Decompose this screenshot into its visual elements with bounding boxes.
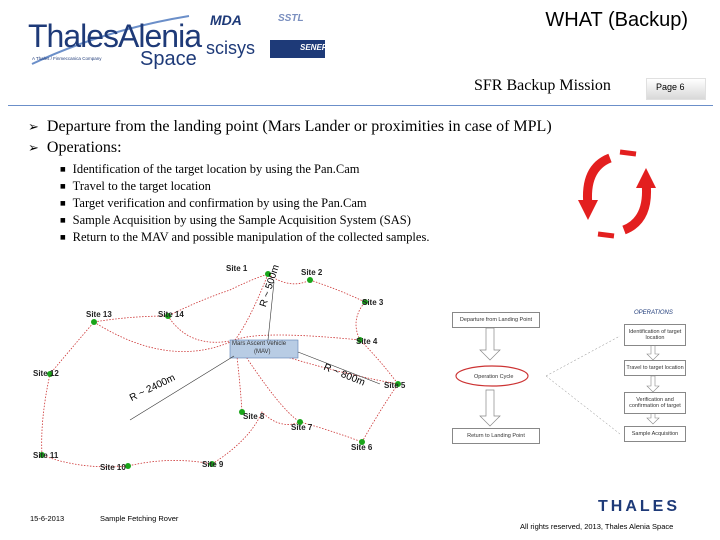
square-bullet-icon: ■ <box>60 200 66 207</box>
site-13-dot <box>91 319 97 325</box>
flow-return-box: Return to Landing Point <box>452 428 540 444</box>
page-box <box>646 78 706 100</box>
square-bullet-icon: ■ <box>60 217 66 224</box>
page-number: Page 6 <box>656 82 685 92</box>
company-logo-name: ThalesAlenia <box>28 18 202 54</box>
partner-logo-scisys: scisys <box>206 38 255 58</box>
flow-identify-box: Identification of target location <box>624 324 686 346</box>
flow-sample-box: Sample Acquisition <box>624 426 686 442</box>
site-10-label: Site 10 <box>100 463 126 472</box>
site-10-dot <box>125 463 131 469</box>
bullet-text: Departure from the landing point (Mars L… <box>46 118 552 135</box>
partner-logo-mda: MDA <box>210 12 242 28</box>
header-divider <box>8 105 713 106</box>
company-logo-tagline: A Thales / Finmeccanica Company <box>32 56 102 61</box>
square-bullet-icon: ■ <box>60 166 66 173</box>
site-7-dot <box>297 419 303 425</box>
site-7-label: Site 7 <box>291 423 313 432</box>
site-14-dot <box>165 313 171 319</box>
site-11-dot <box>39 452 45 458</box>
footer-date: 15-6-2013 <box>30 514 65 523</box>
site-2-label: Site 2 <box>301 268 323 277</box>
mav-label-1: Mars Ascent Vehicle <box>232 341 287 347</box>
site-13-label: Site 13 <box>86 310 112 319</box>
site-12-dot <box>47 371 53 377</box>
flow-cycle-label: Operation Cycle <box>474 374 514 380</box>
slide-subtitle: SFR Backup Mission <box>474 77 611 94</box>
site-6-dot <box>359 439 365 445</box>
site-1-label: Site 1 <box>226 264 248 273</box>
company-logo-space: Space <box>140 48 197 70</box>
list-item: ■Sample Acquisition by using the Sample … <box>60 213 411 227</box>
site-12-label: Site 12 <box>33 369 59 378</box>
site-2-dot <box>307 277 313 283</box>
thales-logo: THALES <box>598 498 680 515</box>
site-5-dot <box>395 381 401 387</box>
flow-verify-box: Verification and confirmation of target <box>624 392 686 414</box>
partner-logo-sstl: SSTL <box>278 13 304 24</box>
site-1-dot <box>265 271 271 277</box>
site-3-label: Site 3 <box>362 298 384 307</box>
flow-travel-box: Travel to target location <box>624 360 686 376</box>
footer-rights: All rights reserved, 2013, Thales Alenia… <box>520 522 674 531</box>
list-item: ■Travel to the target location <box>60 179 211 193</box>
bullet-text: Operations: <box>46 139 122 156</box>
site-8-label: Site 8 <box>243 412 265 421</box>
mission-map <box>39 271 401 469</box>
logo-swoosh-icon <box>31 15 190 65</box>
slide-title: WHAT (Backup) <box>545 9 688 31</box>
arrow-bullet-icon: ➢ <box>28 120 39 135</box>
square-bullet-icon: ■ <box>60 234 66 241</box>
mav-label-2: (MAV) <box>254 349 271 355</box>
bullet-operations: ➢ Operations: <box>28 139 122 157</box>
site-11-label: Site 11 <box>33 451 59 460</box>
site-9-dot <box>209 461 215 467</box>
site-4-dot <box>357 337 363 343</box>
footer-doc-title: Sample Fetching Rover <box>100 514 179 523</box>
site-9-label: Site 9 <box>202 460 224 469</box>
site-3-dot <box>362 299 368 305</box>
mav-box <box>229 339 299 359</box>
partner-logo-sener: SENER <box>300 43 328 52</box>
list-item: ■Target verification and confirmation by… <box>60 196 367 210</box>
site-14-label: Site 14 <box>158 310 184 319</box>
site-5-label: Site 5 <box>384 381 406 390</box>
site-dots <box>39 271 401 469</box>
bullet-departure: ➢ Departure from the landing point (Mars… <box>28 118 552 136</box>
partner-logo-sener-badge: SENER <box>270 40 328 58</box>
site-8-dot <box>239 409 245 415</box>
site-4-label: Site 4 <box>356 337 378 346</box>
site-6-label: Site 6 <box>351 443 373 452</box>
square-bullet-icon: ■ <box>60 183 66 190</box>
operations-title: OPERATIONS <box>634 310 673 316</box>
flow-departure-box: Departure from Landing Point <box>452 312 540 328</box>
list-item: ■Identification of the target location b… <box>60 162 360 176</box>
arrow-bullet-icon: ➢ <box>28 141 39 156</box>
list-item: ■Return to the MAV and possible manipula… <box>60 230 430 244</box>
cycle-arrows-icon <box>578 149 656 239</box>
operations-list: ■Identification of the target location b… <box>60 161 429 246</box>
